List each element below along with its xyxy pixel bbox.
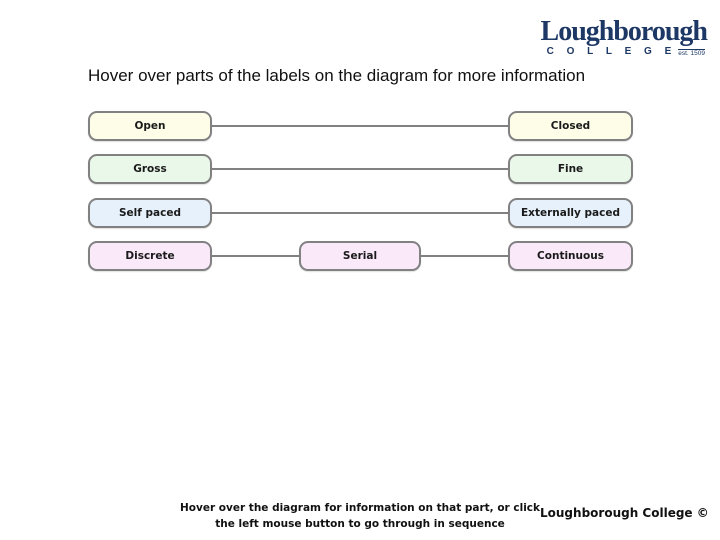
- diagram-node-continuous[interactable]: Continuous: [508, 241, 633, 271]
- diagram-node-discrete[interactable]: Discrete: [88, 241, 212, 271]
- footer-instruction-line2: the left mouse button to go through in s…: [215, 517, 505, 530]
- college-logo: Loughborough C O L L E G E est. 1509: [517, 16, 708, 57]
- logo-wordmark: Loughborough: [540, 16, 708, 47]
- diagram-node-fine[interactable]: Fine: [508, 154, 633, 184]
- connector-serial-continuous: [419, 255, 510, 257]
- logo-subline: C O L L E G E est. 1509: [517, 47, 707, 57]
- logo-college-text: C O L L E G E: [546, 46, 677, 57]
- diagram-node-closed[interactable]: Closed: [508, 111, 633, 141]
- copyright-text: Loughborough College ©: [540, 506, 709, 520]
- page-title: Hover over parts of the labels on the di…: [88, 66, 586, 85]
- connector-open-closed: [210, 125, 510, 127]
- diagram-node-open[interactable]: Open: [88, 111, 212, 141]
- logo-est-text: est. 1509: [678, 48, 705, 57]
- diagram-node-gross[interactable]: Gross: [88, 154, 212, 184]
- diagram-node-serial[interactable]: Serial: [299, 241, 421, 271]
- connector-gross-fine: [210, 168, 510, 170]
- diagram-node-externally-paced[interactable]: Externally paced: [508, 198, 633, 228]
- connector-selfpaced-externallypaced: [210, 212, 510, 214]
- diagram-node-self-paced[interactable]: Self paced: [88, 198, 212, 228]
- footer-instruction-line1: Hover over the diagram for information o…: [179, 502, 541, 514]
- footer-instruction: Hover over the diagram for information o…: [140, 501, 580, 532]
- connector-discrete-serial: [210, 255, 301, 257]
